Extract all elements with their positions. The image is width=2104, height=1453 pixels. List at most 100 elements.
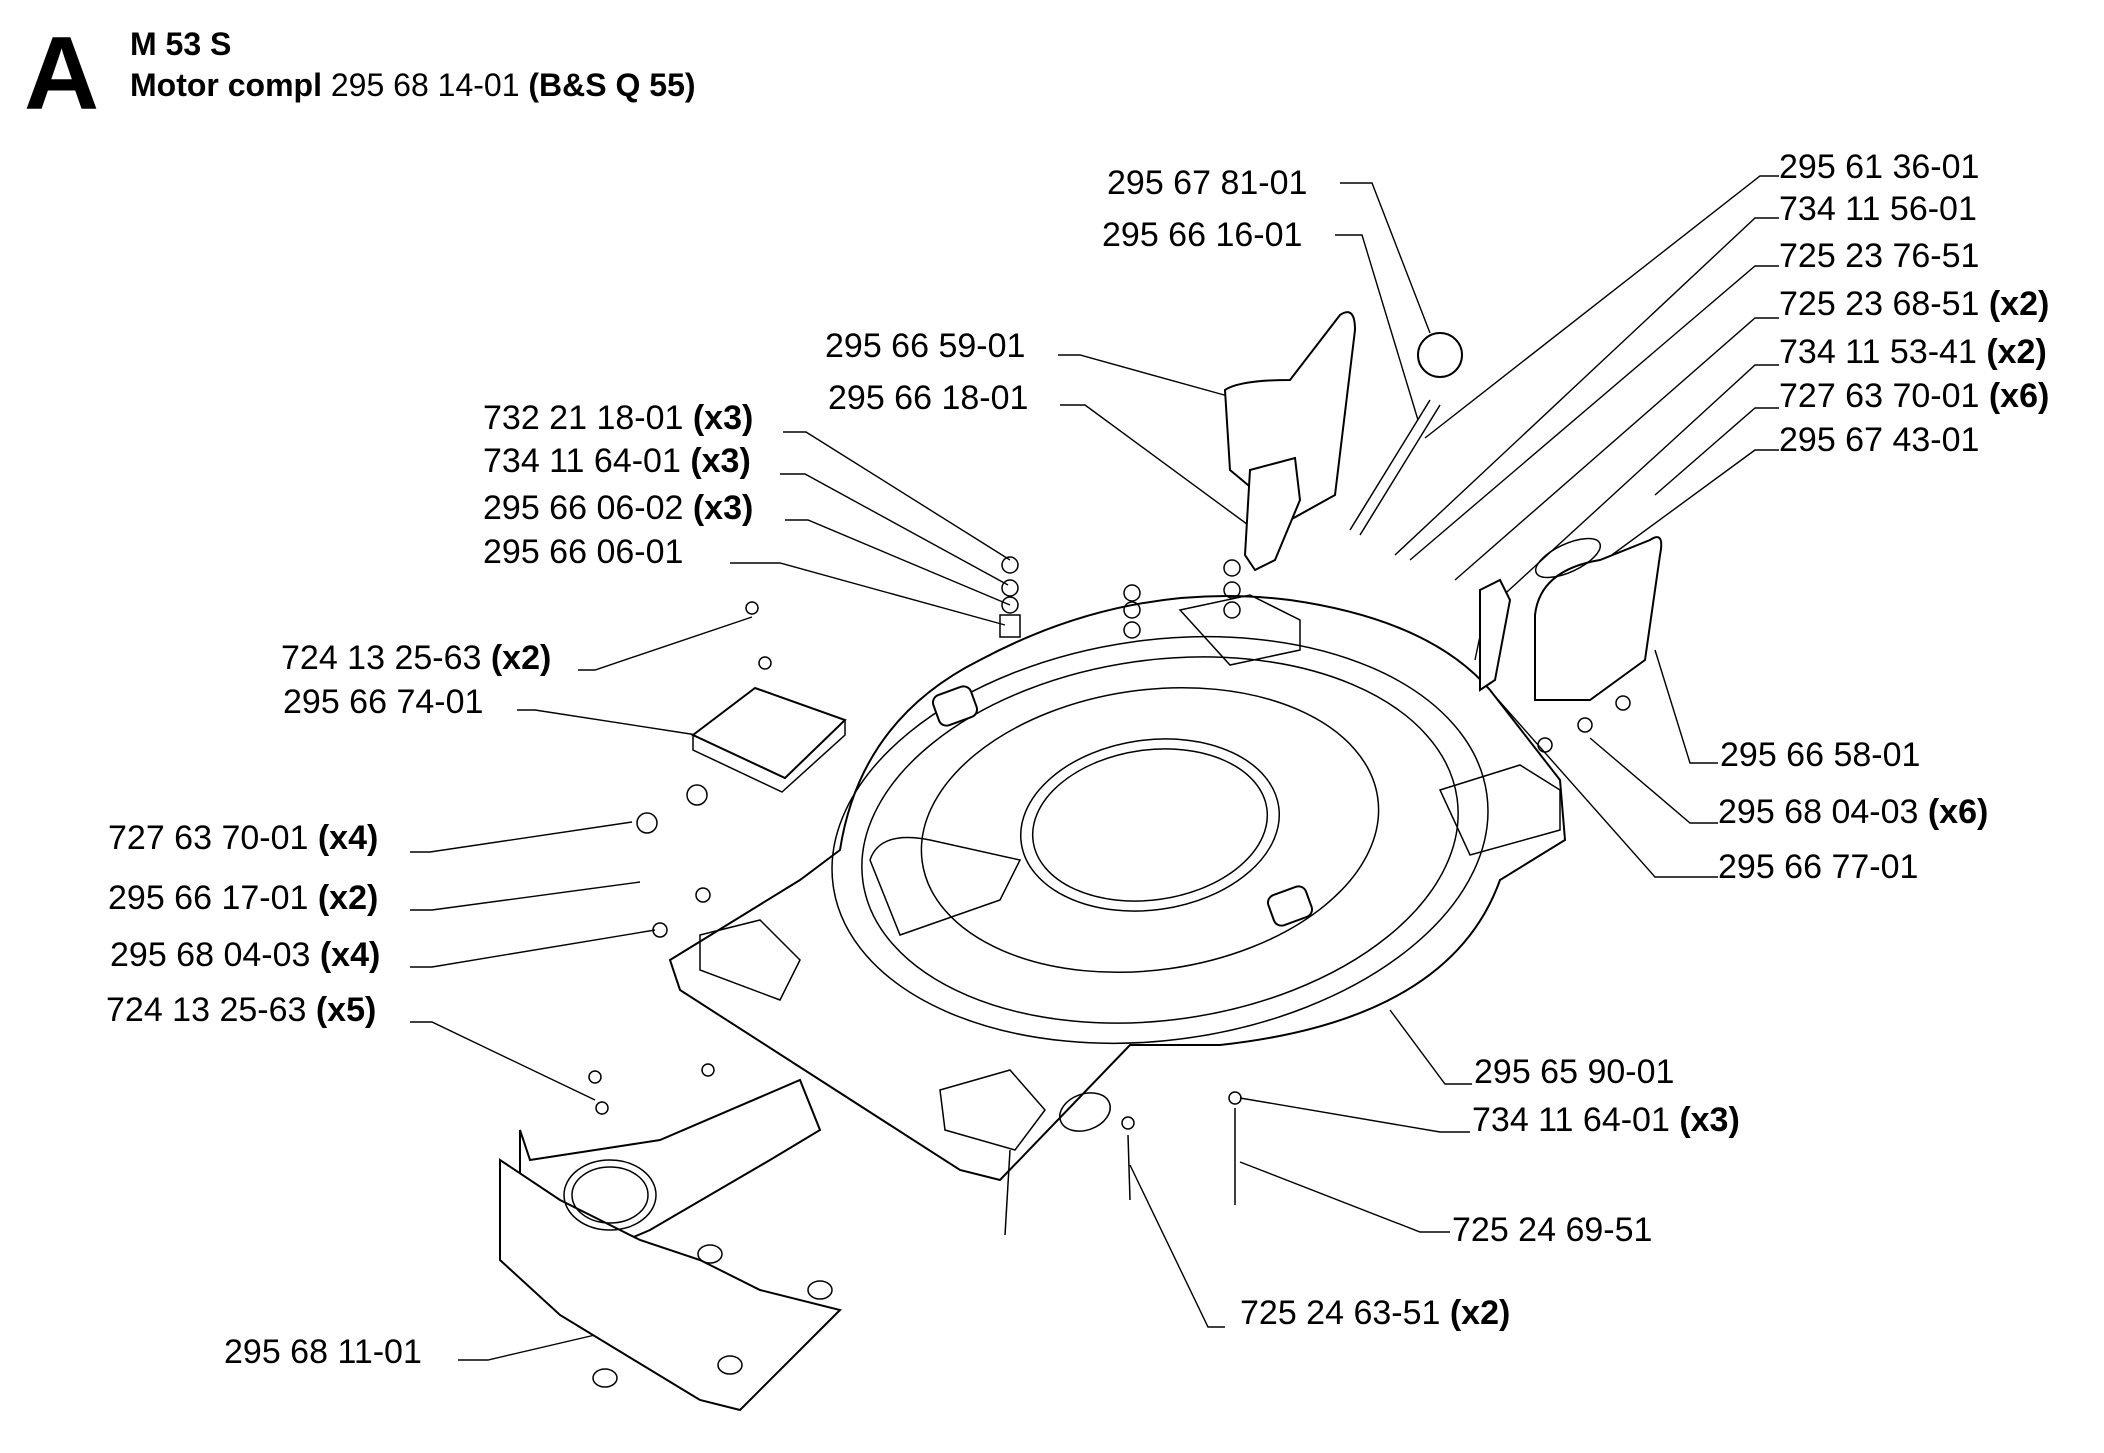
leader-725-24-63-51 — [1129, 1164, 1225, 1328]
part-quantity: (x6) — [1988, 377, 2050, 415]
part-number: 725 23 68-51 — [1779, 285, 1980, 323]
leader-295-68-04-03-x6 — [1589, 737, 1718, 824]
leader-295-66-18-01 — [1060, 404, 1256, 531]
leader-734-11-64-01-bottom — [1239, 1097, 1470, 1133]
leader-295-68-04-03-x4 — [410, 929, 656, 968]
part-number: 725 24 63-51 — [1240, 1294, 1441, 1332]
part-label: 295 66 77-01 — [1718, 850, 1918, 884]
part-label: 295 66 06-02 (x3) — [483, 491, 753, 525]
part-number: 295 66 06-02 — [483, 489, 684, 527]
part-quantity: (x4) — [317, 819, 379, 857]
part-label: 732 21 18-01 (x3) — [483, 401, 753, 435]
part-quantity: (x2) — [1986, 333, 2047, 371]
part-label: 295 66 74-01 — [283, 685, 483, 719]
part-quantity: (x5) — [315, 991, 377, 1029]
part-number: 734 11 64-01 — [1472, 1101, 1670, 1139]
part-quantity: (x2) — [1449, 1294, 1511, 1332]
part-label: 734 11 53-41 (x2) — [1779, 335, 2047, 369]
part-number: 295 66 16-01 — [1102, 216, 1303, 254]
part-label: 295 61 36-01 — [1779, 150, 1979, 184]
part-number: 295 68 04-03 — [110, 936, 311, 974]
leader-734-11-56-01 — [1394, 217, 1779, 556]
part-number: 724 13 25-63 — [281, 639, 482, 677]
title-suffix: (B&S Q 55) — [528, 67, 696, 103]
leader-734-11-64-01-top — [780, 473, 1009, 586]
hardware — [588, 556, 1631, 1236]
height-adjust-bracket-left — [1223, 311, 1463, 572]
part-number: 727 63 70-01 — [1779, 377, 1980, 415]
leader-295-66-77-01 — [1484, 684, 1718, 878]
part-label: 295 66 18-01 — [828, 381, 1028, 415]
part-number: 295 68 11-01 — [224, 1333, 422, 1371]
mower-deck-housing — [668, 594, 1567, 1182]
leader-724-13-25-63-x2 — [578, 616, 753, 671]
part-number: 295 67 43-01 — [1779, 421, 1980, 459]
part-label: 727 63 70-01 (x6) — [1779, 379, 2049, 413]
part-number: 295 66 58-01 — [1720, 736, 1921, 774]
part-label: 295 66 17-01 (x2) — [108, 881, 378, 915]
height-adjust-bracket-right — [1479, 536, 1663, 701]
part-label: 295 65 90-01 — [1474, 1055, 1674, 1089]
part-label: 725 23 76-51 — [1779, 239, 1979, 273]
part-label: 295 67 81-01 — [1107, 166, 1307, 200]
leader-295-66-74-01 — [517, 709, 698, 736]
title-prefix: Motor compl — [130, 67, 322, 103]
part-label: 725 24 63-51 (x2) — [1240, 1296, 1510, 1330]
leader-724-13-25-63-x5 — [410, 1021, 596, 1101]
part-number: 295 66 77-01 — [1718, 848, 1919, 886]
part-label: 295 68 11-01 — [224, 1335, 422, 1369]
part-quantity: (x3) — [692, 489, 754, 527]
part-number: 295 65 90-01 — [1474, 1053, 1675, 1091]
part-number: 295 66 74-01 — [283, 683, 484, 721]
part-quantity: (x2) — [1988, 285, 2050, 323]
engine-cover — [499, 1078, 842, 1412]
part-label: 295 66 58-01 — [1720, 738, 1920, 772]
part-quantity: (x4) — [319, 936, 381, 974]
leader-725-23-68-51 — [1454, 317, 1779, 581]
leader-295-66-16-01 — [1335, 234, 1419, 421]
part-label: 295 66 06-01 — [483, 535, 683, 569]
part-number: 724 13 25-63 — [106, 991, 307, 1029]
leader-295-61-36-01 — [1424, 175, 1779, 439]
part-number: 295 67 81-01 — [1107, 164, 1308, 202]
section-letter: A — [24, 16, 100, 132]
leader-295-66-58-01 — [1654, 649, 1718, 764]
part-quantity: (x2) — [490, 639, 552, 677]
part-label: 295 67 43-01 — [1779, 423, 1979, 457]
part-label: 295 66 16-01 — [1102, 218, 1302, 252]
leader-725-23-76-51 — [1409, 265, 1779, 561]
leader-295-67-43-01 — [1604, 449, 1779, 561]
part-number: 295 68 04-03 — [1718, 793, 1919, 831]
part-label: 734 11 64-01 (x3) — [483, 444, 751, 478]
part-label: 734 11 56-01 — [1779, 192, 1977, 226]
part-quantity: (x3) — [692, 399, 754, 437]
part-number: 295 66 06-01 — [483, 533, 684, 571]
model-name: M 53 S — [130, 26, 232, 62]
part-label: 727 63 70-01 (x4) — [108, 821, 378, 855]
part-number: 295 66 17-01 — [108, 879, 309, 917]
leader-727-63-70-01-x6 — [1654, 407, 1779, 496]
part-quantity: (x6) — [1927, 793, 1989, 831]
part-number: 734 11 64-01 — [483, 442, 681, 480]
part-quantity: (x3) — [1679, 1101, 1740, 1139]
part-number: 295 61 36-01 — [1779, 148, 1980, 186]
leader-295-66-17-01 — [410, 881, 641, 911]
part-quantity: (x3) — [690, 442, 751, 480]
part-number: 732 21 18-01 — [483, 399, 684, 437]
leader-295-66-59-01 — [1058, 354, 1236, 399]
leader-295-65-90-01 — [1389, 1009, 1472, 1085]
part-label: 734 11 64-01 (x3) — [1472, 1103, 1740, 1137]
leader-732-21-18-01 — [783, 431, 1011, 561]
tray — [691, 686, 847, 793]
part-number: 295 66 59-01 — [825, 327, 1026, 365]
part-number: 725 23 76-51 — [1779, 237, 1980, 275]
leader-295-67-81-01 — [1340, 182, 1431, 334]
part-label: 724 13 25-63 (x5) — [106, 993, 376, 1027]
part-number: 727 63 70-01 — [108, 819, 309, 857]
leader-725-24-69-51 — [1239, 1161, 1450, 1233]
part-number: 725 24 69-51 — [1452, 1211, 1653, 1249]
part-label: 295 66 59-01 — [825, 329, 1025, 363]
part-label: 725 23 68-51 (x2) — [1779, 287, 2049, 321]
part-number: 734 11 53-41 — [1779, 333, 1977, 371]
